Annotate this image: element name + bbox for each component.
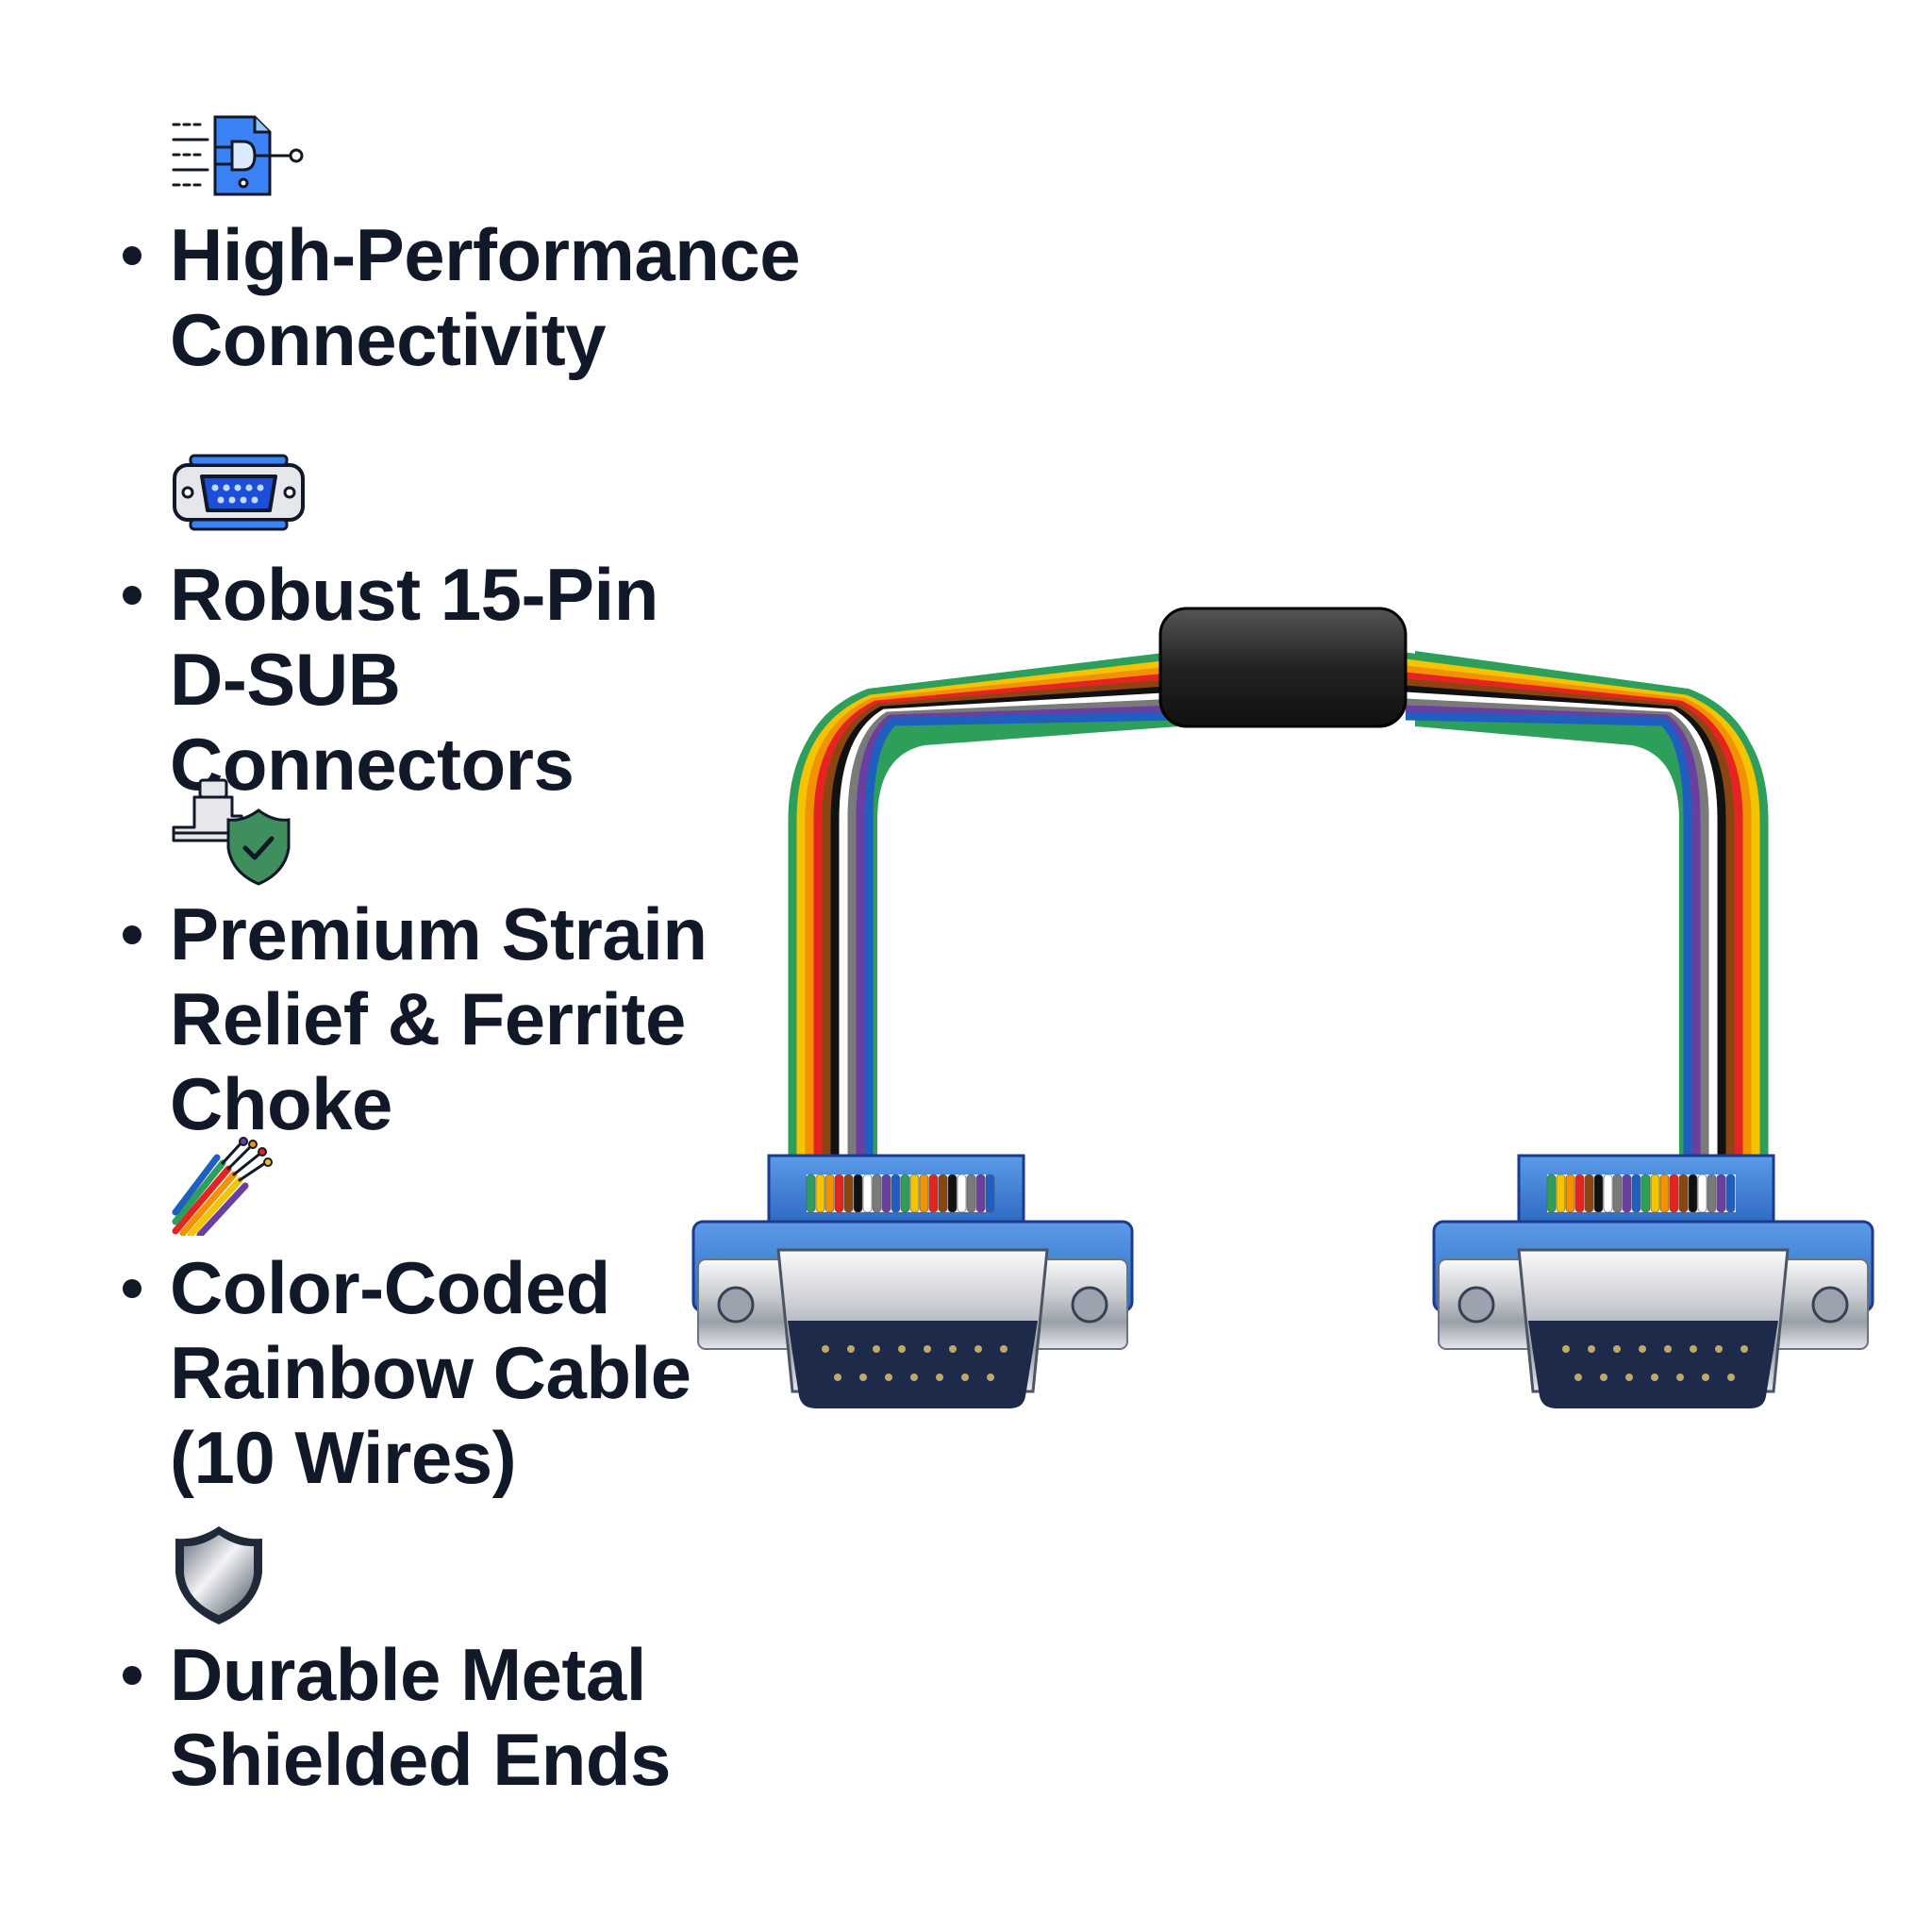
schematic-document-icon: [172, 113, 313, 203]
feature-text: High-Performance Connectivity: [170, 213, 801, 381]
bullet-dot: [123, 586, 142, 605]
bullet-dot: [123, 1279, 142, 1298]
feature-text: Color-Coded Rainbow Cable (10 Wires): [170, 1246, 691, 1499]
d-sub-connector-left: [691, 1154, 1134, 1408]
ferrite-choke: [1158, 607, 1407, 728]
cable-right: [1405, 651, 1769, 1174]
metal-shield-icon: [172, 1524, 266, 1632]
d-sub-connector-right: [1432, 1154, 1874, 1408]
product-image: [689, 594, 1887, 1424]
cable-left: [788, 651, 1180, 1174]
bullet-dot: [123, 925, 142, 944]
bullet-dot: [123, 1666, 142, 1685]
feature-text: Durable Metal Shielded Ends: [170, 1633, 671, 1801]
bullet-dot: [123, 246, 142, 265]
feature-text: Premium Strain Relief & Ferrite Choke: [170, 892, 708, 1145]
rainbow-wires-icon: [172, 1137, 275, 1241]
strain-relief-shield-icon: [172, 778, 294, 891]
d-sub-port-icon: [172, 448, 308, 547]
feature-text: Robust 15-Pin D-SUB Connectors: [170, 553, 658, 806]
